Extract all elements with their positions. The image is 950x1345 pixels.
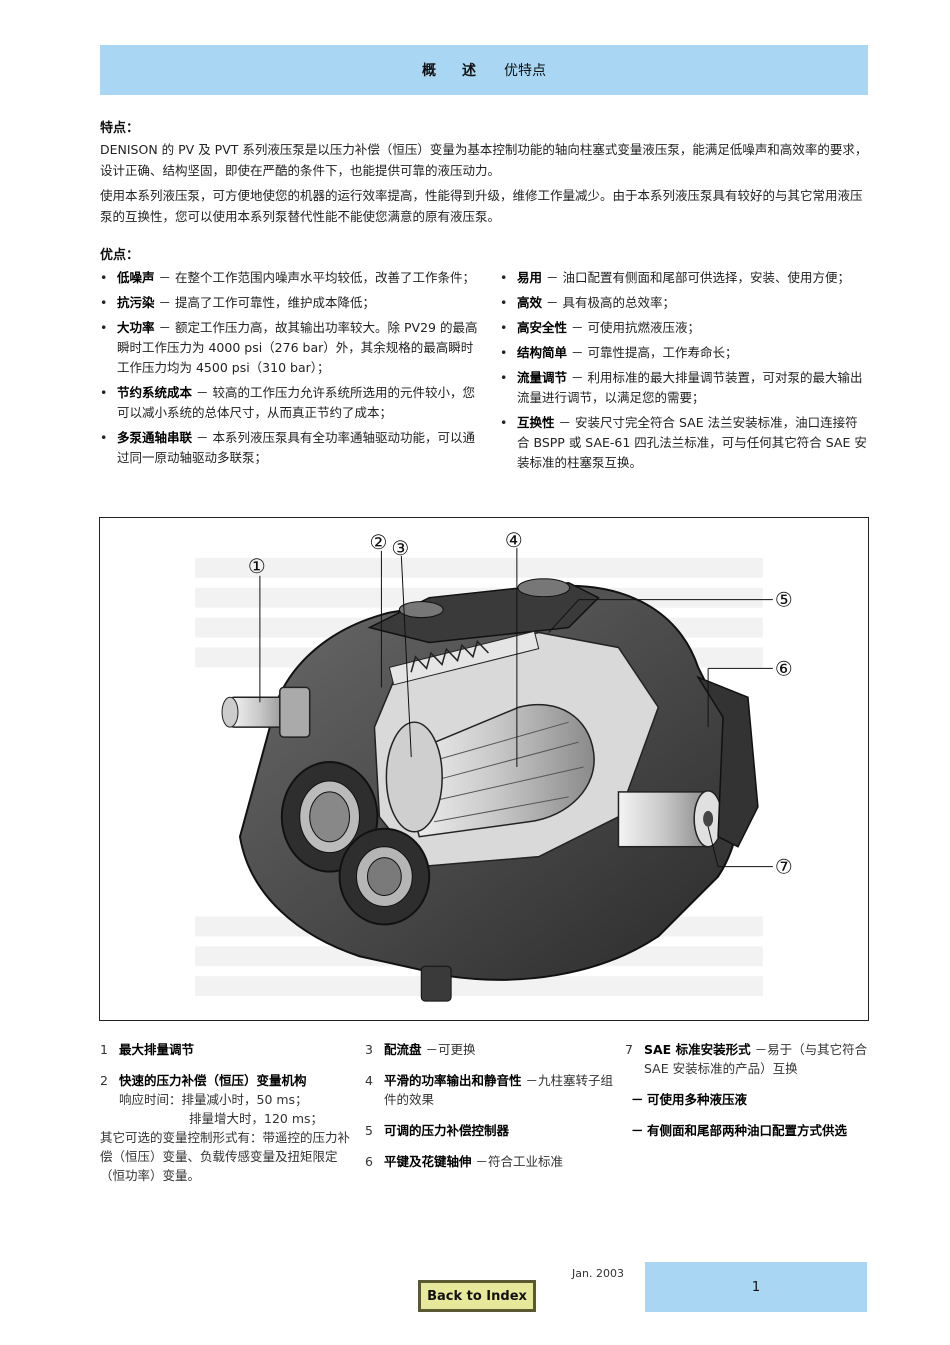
mounting-flange: [696, 675, 759, 848]
bullet: •: [500, 415, 508, 430]
list-item: • 高效 － 具有极高的总效率；: [500, 293, 868, 313]
page-number: 1: [751, 1279, 761, 1295]
rotating-group: [398, 703, 595, 838]
header-title-a: 概: [422, 63, 436, 79]
advantage-term: 低噪声: [117, 270, 155, 285]
callout-2: ②: [369, 531, 387, 554]
top-port: [398, 601, 444, 619]
list-item: • 节约系统成本 － 较高的工作压力允许系统所选用的元件较小，您可以减小系统的总…: [100, 385, 476, 420]
footer-date: Jan. 2003: [572, 1267, 624, 1280]
advantage-desc: 可使用抗燃液压液；: [587, 320, 701, 335]
caption-item: 2 快速的压力补偿（恒压）变量机构 响应时间：排量减小时，50 ms； 排量增大…: [100, 1073, 351, 1183]
back-to-index-button[interactable]: Back to Index: [418, 1280, 536, 1312]
advantage-desc: 利用标准的最大排量调节装置，可对泵的最大输出流量进行调节，以满足您的需要；: [517, 370, 863, 405]
advantage-term: 抗污染: [117, 295, 155, 310]
caption-item: 3 配流盘 －可更换: [365, 1042, 476, 1057]
list-item: • 易用 － 油口配置有侧面和尾部可供选择，安装、使用方便；: [500, 268, 868, 288]
callout-6: ⑥: [775, 657, 793, 680]
callout-lines: [259, 547, 773, 868]
advantages-title: 优点：: [100, 248, 140, 263]
caption-item: 4 平滑的功率输出和静音性 －九柱塞转子组件的效果: [365, 1073, 614, 1107]
advantage-term: 流量调节: [517, 370, 568, 385]
advantages-left-column: • 低噪声 － 在整个工作范围内噪声水平均较低，改善了工作条件； • 抗污染 －…: [100, 268, 484, 473]
list-item: • 高安全性 － 可使用抗燃液压液；: [500, 318, 868, 338]
bullet: •: [500, 270, 508, 285]
bullet: •: [100, 320, 108, 335]
advantage-desc: 可靠性提高，工作寿命长；: [587, 345, 738, 360]
list-item: • 流量调节 － 利用标准的最大排量调节装置，可对泵的最大输出流量进行调节，以满…: [500, 370, 863, 405]
pump-cutaway-figure: ① ② ③ ④ ⑤ ⑥ ⑦: [99, 517, 869, 1021]
features-paragraph-2: 使用本系列液压泵，可方便地使您的机器的运行效率提高，性能得到升级，维修工作量减少…: [100, 188, 863, 224]
pump-illustration: ① ② ③ ④ ⑤ ⑥ ⑦: [195, 529, 793, 1002]
header-subtitle: 优特点: [504, 63, 546, 79]
header-title-b: 述: [462, 63, 476, 79]
list-item: • 多泵通轴串联 － 本系列液压泵具有全功率通轴驱动功能，可以通过同一原动轴驱动…: [100, 430, 476, 465]
features-title: 特点：: [100, 121, 140, 136]
callout-5: ⑤: [775, 589, 793, 612]
caption-dash-item: － 可使用多种液压液: [631, 1092, 748, 1107]
advantage-term: 高效: [517, 295, 543, 310]
advantage-term: 高安全性: [517, 320, 568, 335]
advantage-desc: 本系列液压泵具有全功率通轴驱动功能，可以通过同一原动轴驱动多联泵；: [117, 430, 476, 465]
top-port-2: [517, 578, 571, 598]
compensator-spring: [388, 630, 540, 686]
advantages-right-column: • 易用 － 油口配置有侧面和尾部可供选择，安装、使用方便； • 高效 － 具有…: [500, 268, 868, 478]
advantage-desc: 较高的工作压力允许系统所选用的元件较小，您可以减小系统的总体尺寸，从而真正节约了…: [117, 385, 476, 420]
bullet: •: [100, 385, 108, 400]
callout-4: ④: [505, 529, 523, 552]
advantage-term: 易用: [517, 270, 543, 285]
caption-column-3: 7 SAE 标准安装形式 －易于（与其它符合 SAE 安装标准的产品）互换 － …: [625, 1040, 870, 1152]
list-item: • 互换性 － 安装尺寸完全符合 SAE 法兰安装标准，油口连接符合 BSPP …: [500, 415, 867, 470]
page-number-box: 1: [645, 1262, 867, 1312]
list-item: • 低噪声 － 在整个工作范围内噪声水平均较低，改善了工作条件；: [100, 268, 484, 288]
caption-item: 1 最大排量调节: [100, 1042, 195, 1057]
callout-1: ①: [248, 555, 266, 578]
max-displacement-adjuster: [221, 686, 311, 738]
caption-item: 6 平键及花键轴伸 －符合工业标准: [365, 1154, 564, 1169]
caption-item: 7 SAE 标准安装形式 －易于（与其它符合 SAE 安装标准的产品）互换: [625, 1042, 868, 1076]
bullet: •: [500, 320, 508, 335]
advantage-term: 互换性: [517, 415, 555, 430]
advantage-desc: 提高了工作可靠性，维护成本降低；: [175, 295, 376, 310]
caption-column-1: 1 最大排量调节 2 快速的压力补偿（恒压）变量机构 响应时间：排量减小时，50…: [100, 1040, 355, 1197]
list-item: • 抗污染 － 提高了工作可靠性，维护成本降低；: [100, 293, 484, 313]
list-item: • 结构简单 － 可靠性提高，工作寿命长；: [500, 343, 868, 363]
advantage-term: 结构简单: [517, 345, 568, 360]
page-header: 概 述 优特点: [100, 45, 868, 95]
bullet: •: [100, 270, 108, 285]
advantage-term: 节约系统成本: [117, 385, 193, 400]
list-item: • 大功率 － 额定工作压力高，故其输出功率较大。除 PV29 的最高瞬时工作压…: [100, 320, 478, 375]
advantage-desc: 具有极高的总效率；: [562, 295, 676, 310]
callout-3: ③: [391, 537, 409, 560]
advantage-term: 多泵通轴串联: [117, 430, 193, 445]
bottom-plug: [420, 965, 452, 1002]
features-paragraph-1: DENISON 的 PV 及 PVT 系列液压泵是以压力补偿（恒压）变量为基本控…: [100, 142, 868, 178]
top-flange: [367, 581, 600, 644]
bullet: •: [100, 430, 108, 445]
advantage-desc: 安装尺寸完全符合 SAE 法兰安装标准，油口连接符合 BSPP 或 SAE-61…: [517, 415, 867, 470]
advantage-term: 大功率: [117, 320, 155, 335]
caption-dash-item: － 有侧面和尾部两种油口配置方式供选: [631, 1123, 848, 1138]
bullet: •: [500, 295, 508, 310]
callout-7: ⑦: [775, 856, 793, 879]
caption-item: 5 可调的压力补偿控制器: [365, 1123, 510, 1138]
bullet: •: [100, 295, 108, 310]
bullet: •: [500, 370, 508, 385]
caption-column-2: 3 配流盘 －可更换 4 平滑的功率输出和静音性 －九柱塞转子组件的效果 5 可…: [365, 1040, 615, 1183]
advantage-desc: 在整个工作范围内噪声水平均较低，改善了工作条件；: [175, 270, 476, 285]
advantage-desc: 额定工作压力高，故其输出功率较大。除 PV29 的最高瞬时工作压力为 4000 …: [117, 320, 478, 375]
advantage-desc: 油口配置有侧面和尾部可供选择，安装、使用方便；: [562, 270, 851, 285]
bullet: •: [500, 345, 508, 360]
drive-shaft: [617, 790, 723, 848]
port-plate: [385, 721, 443, 833]
